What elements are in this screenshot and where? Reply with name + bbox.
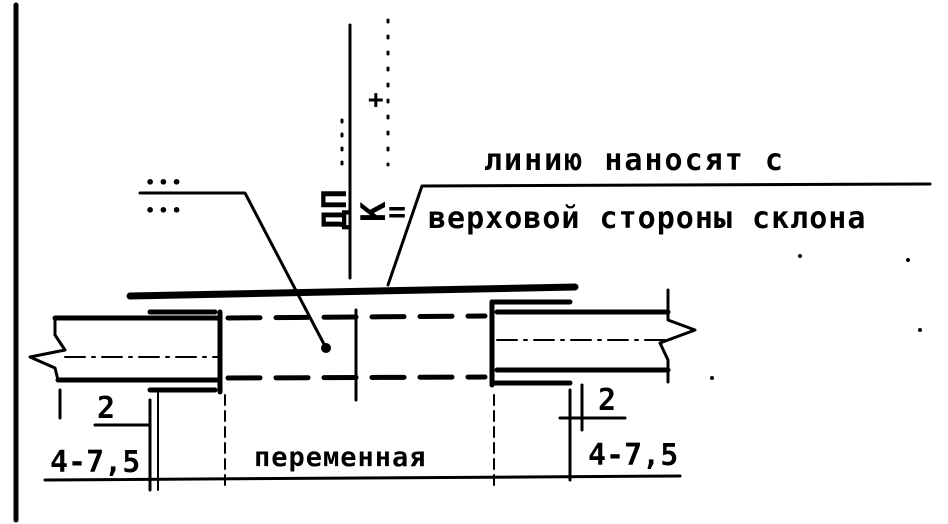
dim-left-range-label: 4-7,5 xyxy=(50,445,140,480)
road-edge-top-line xyxy=(126,283,579,300)
dots-top: ••• xyxy=(145,173,185,192)
dim-right-small-label: 2 xyxy=(598,383,616,418)
annotation-line-1: линию наносят с xyxy=(484,143,785,178)
dp-label: ДП xyxy=(315,189,355,230)
dim-middle-label: переменная xyxy=(254,442,427,473)
dots-leader-line xyxy=(138,191,328,350)
annotation-line-2: верховой стороны склона xyxy=(428,201,866,236)
plus-marker: + xyxy=(368,85,384,115)
dots-bottom: ••• xyxy=(145,201,185,220)
scan-dot xyxy=(918,328,922,332)
scan-dot xyxy=(710,376,714,380)
right-pipe-break-mark xyxy=(658,288,697,384)
scan-dot xyxy=(906,258,910,262)
annotation-leader-line xyxy=(386,182,932,287)
leader-endpoint-dot xyxy=(321,343,331,353)
scan-dot xyxy=(798,254,802,258)
left-pipe-break-mark xyxy=(28,316,67,382)
k-label-mark: = xyxy=(388,195,406,230)
dim-right-range-label: 4-7,5 xyxy=(588,438,678,473)
k-label: К xyxy=(354,201,394,222)
dim-left-small-label: 2 xyxy=(97,391,115,426)
